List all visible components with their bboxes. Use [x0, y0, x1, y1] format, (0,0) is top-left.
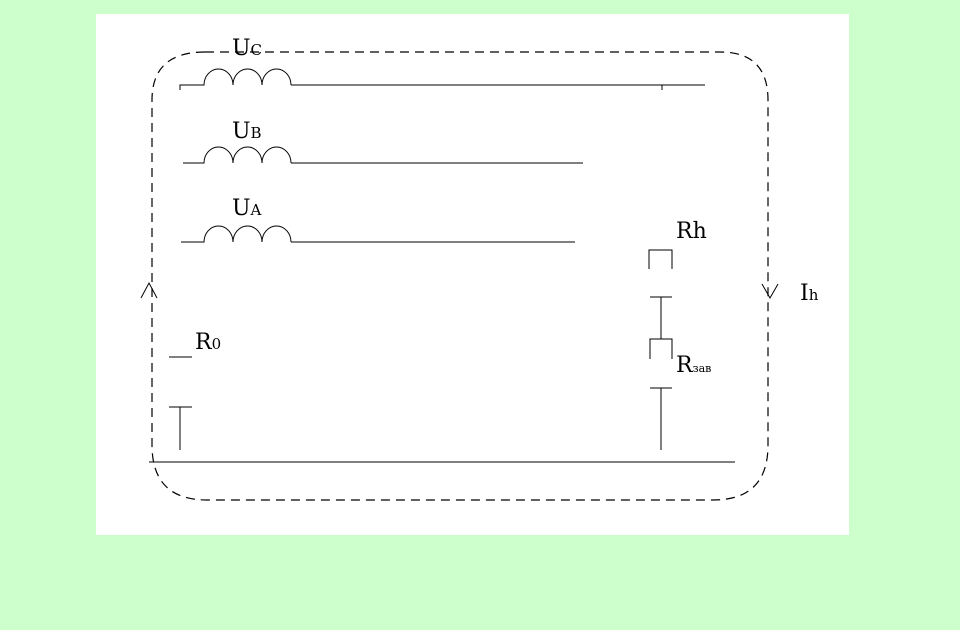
resistor-rh — [648, 249, 673, 269]
label-rzaz: Rзав — [676, 353, 711, 378]
label-rh: Rh — [676, 219, 707, 244]
arrow-up-icon — [140, 281, 158, 299]
label-ih: Ih — [800, 281, 819, 306]
coil-ua — [181, 225, 292, 243]
coil-uc — [179, 68, 292, 90]
arrow-down-icon — [761, 283, 779, 300]
current-loop-dashed — [151, 51, 769, 501]
label-r0: R0 — [195, 330, 221, 355]
coil-ub — [183, 146, 292, 164]
resistor-rzaz — [649, 338, 673, 359]
label-ua: UA — [232, 196, 262, 221]
label-uc: UC — [232, 36, 262, 61]
diagram-canvas — [96, 14, 849, 535]
label-ub: UB — [232, 119, 262, 144]
